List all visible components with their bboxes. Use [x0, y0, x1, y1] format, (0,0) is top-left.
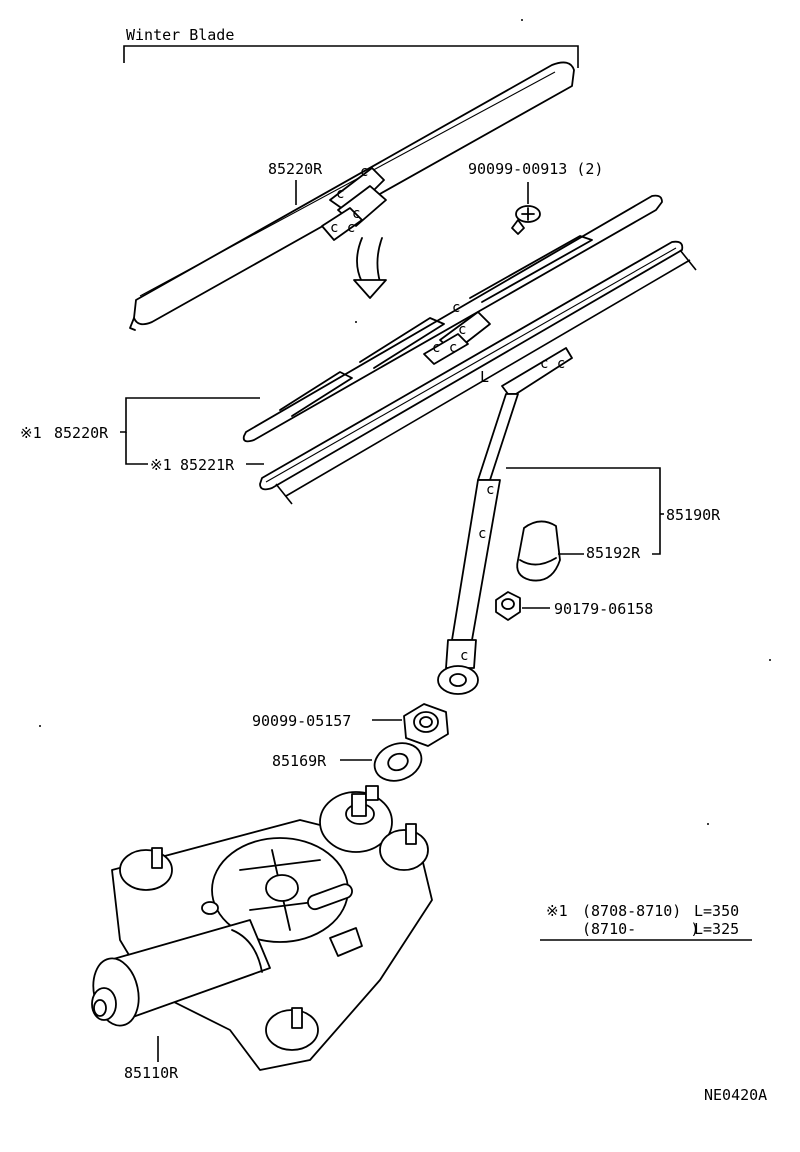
blade-mark: ※1	[20, 424, 42, 442]
winter-blade-bracket	[123, 45, 579, 68]
blade-mark-c: c	[458, 322, 466, 338]
arm-mark-c: c	[478, 526, 486, 542]
direction-arrow-icon	[353, 237, 387, 299]
winter-blade-title: Winter Blade	[126, 26, 234, 44]
leader-arm	[506, 467, 661, 555]
notes-mark: ※1	[546, 902, 568, 920]
notes-row2-range: (8710- )	[582, 920, 699, 938]
callout-85220R: 85220R	[54, 424, 109, 442]
callout-washer: 85169R	[272, 752, 327, 770]
arm-cap-icon	[516, 520, 561, 582]
notes-row1-length: L=350	[694, 902, 739, 920]
arm-mark-c: c	[460, 648, 468, 664]
leader-blade	[120, 397, 260, 433]
clip-mark-c: c c	[330, 220, 355, 236]
arm-nut-icon	[495, 591, 521, 621]
callout-pivot-nut: 90099-05157	[252, 712, 351, 730]
callout-85221R: 85221R	[180, 456, 235, 474]
length-dimension	[275, 249, 697, 505]
clip-mark-c: c	[360, 164, 368, 180]
blade-mark-c: c c	[432, 340, 457, 356]
clip-mark-c: c	[352, 206, 360, 222]
callout-85110R: 85110R	[124, 1064, 179, 1082]
clip-mark-c: c	[336, 186, 344, 202]
rubber-mark: ※1	[150, 456, 172, 474]
washer-icon	[373, 742, 423, 782]
arm-mark-c: c c	[540, 356, 565, 372]
wiper-motor	[91, 785, 433, 1071]
wiper-blade: c c c c	[242, 194, 663, 443]
winter-blade: c c c c c	[129, 61, 575, 331]
length-symbol: L	[480, 368, 489, 386]
blade-mark-c: c	[452, 300, 460, 316]
notes-row1-range: (8708-8710)	[582, 902, 681, 920]
arm-mark-c: c	[486, 482, 494, 498]
callout-85192R: 85192R	[586, 544, 641, 562]
diagram-code: NE0420A	[704, 1086, 767, 1104]
notes-row2-length: L=325	[694, 920, 739, 938]
screw-icon	[511, 205, 541, 235]
wiper-arm: c c c c c	[437, 347, 573, 695]
pivot-nut-icon	[403, 703, 449, 747]
blade-rubber	[259, 240, 684, 491]
callout-85220R-winter: 85220R	[268, 160, 323, 178]
leader-bracket	[125, 432, 148, 465]
scan-dots	[39, 19, 771, 825]
callout-85190R: 85190R	[666, 506, 721, 524]
callout-arm-nut: 90179-06158	[554, 600, 653, 618]
application-notes: ※1 (8708-8710) L=350 (8710- ) L=325	[540, 902, 752, 941]
callout-screw: 90099-00913 (2)	[468, 160, 603, 178]
